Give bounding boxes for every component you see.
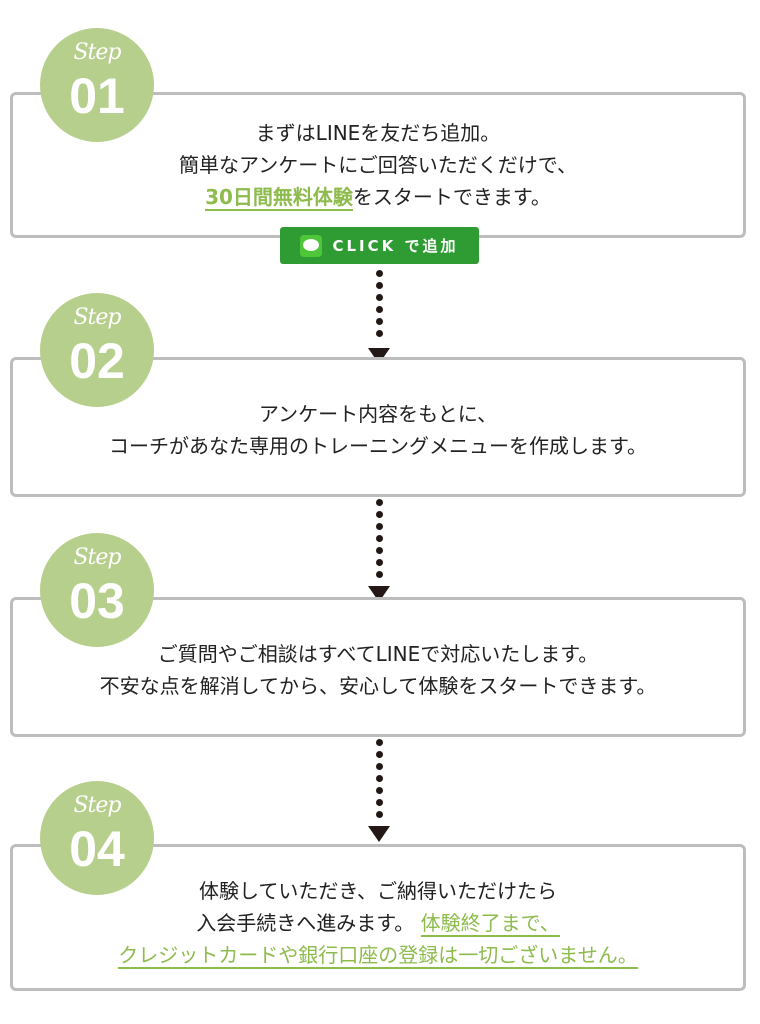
step-4-badge: Step 04	[40, 781, 154, 895]
step-4-line-2: 入会手続きへ進みます。 体験終了まで、	[13, 907, 743, 939]
step-2-line-2: コーチがあなた専用のトレーニングメニューを作成します。	[109, 434, 647, 458]
connector-dots-2	[374, 494, 384, 583]
step-number: 04	[69, 821, 125, 877]
step-label: Step	[73, 545, 121, 570]
step-number: 01	[69, 68, 125, 124]
step-1-line-2: 簡単なアンケートにご回答いただくだけで、	[179, 153, 577, 177]
step-1-line-3-rest: をスタートできます。	[352, 185, 551, 209]
step-number: 03	[69, 573, 125, 629]
step-3-line-2: 不安な点を解消してから、安心して体験をスタートできます。	[99, 674, 657, 698]
step-3-line-1: ご質問やご相談はすべてLINEで対応いたします。	[157, 642, 599, 666]
step-1-text: まずはLINEを友だち追加。 簡単なアンケートにご回答いただくだけで、 30日間…	[13, 117, 743, 213]
free-trial-highlight: 30日間無料体験	[205, 185, 353, 211]
step-4-line-3: クレジットカードや銀行口座の登録は一切ございません。	[13, 939, 743, 971]
step-2-badge: Step 02	[40, 293, 154, 407]
step-3-text: ご質問やご相談はすべてLINEで対応いたします。 不安な点を解消してから、安心し…	[13, 638, 743, 702]
step-label: Step	[73, 40, 121, 65]
step-4-line-2-plain: 入会手続きへ進みます。	[196, 911, 415, 935]
arrow-down-icon	[368, 826, 390, 842]
step-1-card: まずはLINEを友だち追加。 簡単なアンケートにご回答いただくだけで、 30日間…	[10, 92, 746, 238]
step-4-text: 体験していただき、ご納得いただけたら 入会手続きへ進みます。 体験終了まで、 ク…	[13, 875, 743, 971]
step-label: Step	[73, 305, 121, 330]
step-4-highlight-2: クレジットカードや銀行口座の登録は一切ございません。	[118, 943, 638, 969]
step-2-text: アンケート内容をもとに、 コーチがあなた専用のトレーニングメニューを作成します。	[13, 398, 743, 462]
line-add-friend-button[interactable]: CLICK で追加	[280, 227, 479, 264]
step-1-line-3: 30日間無料体験をスタートできます。	[13, 181, 743, 213]
step-4-card: 体験していただき、ご納得いただけたら 入会手続きへ進みます。 体験終了まで、 ク…	[10, 844, 746, 991]
step-1-line-1: まずはLINEを友だち追加。	[255, 121, 501, 145]
step-label: Step	[73, 793, 121, 818]
step-4-highlight-1: 体験終了まで、	[420, 911, 560, 937]
step-2-line-1: アンケート内容をもとに、	[258, 402, 498, 426]
step-4-line-1: 体験していただき、ご納得いただけたら	[199, 879, 557, 903]
line-logo-icon	[300, 234, 323, 257]
step-number: 02	[69, 333, 125, 389]
step-1-badge: Step 01	[40, 28, 154, 142]
connector-dots-1	[374, 265, 384, 342]
connector-dots-3	[374, 734, 384, 823]
step-3-badge: Step 03	[40, 533, 154, 647]
line-button-label: CLICK で追加	[332, 237, 459, 255]
